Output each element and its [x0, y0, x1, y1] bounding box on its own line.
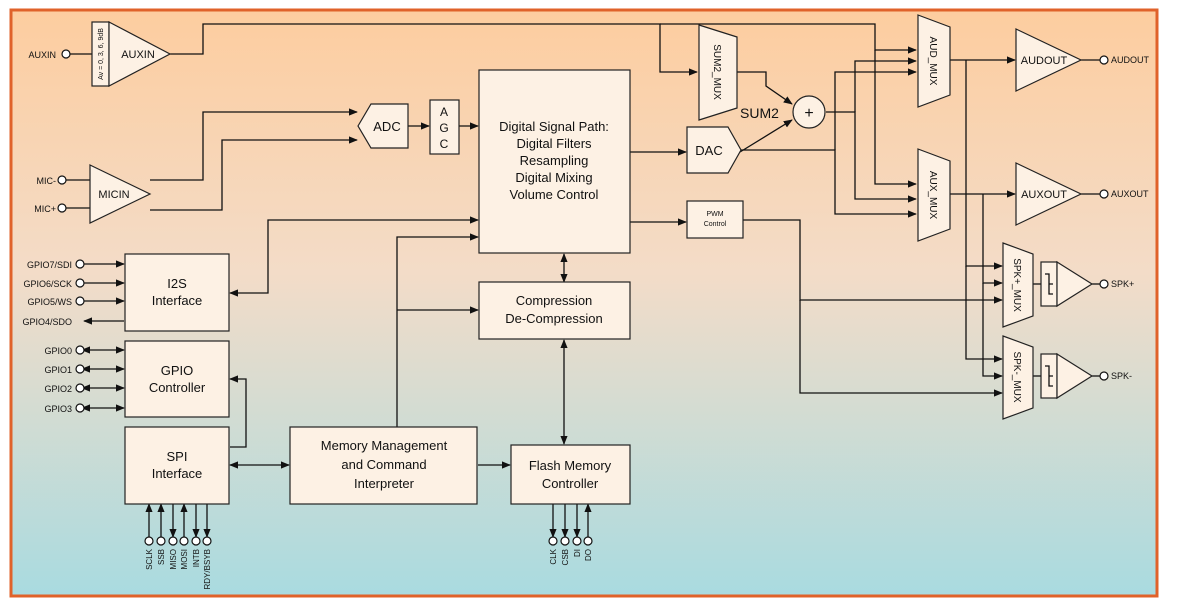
sum2-adder: + SUM2	[740, 95, 826, 129]
aux-mux-label: AUX_MUX	[927, 171, 938, 220]
pin-gpio5-ws: GPIO5/WS	[27, 297, 72, 307]
pin-mic-plus: MIC+	[34, 204, 56, 214]
sum2-symbol: +	[804, 105, 813, 122]
auxin-amp-label: AUXIN	[121, 49, 155, 61]
i2s-label-2: Interface	[152, 293, 203, 308]
memory-label-3: Interpreter	[354, 476, 415, 491]
spk-minus-mux-label: SPK-_MUX	[1011, 351, 1022, 402]
gpio-label-2: Controller	[149, 380, 206, 395]
digital-signal-path-block: Digital Signal Path: Digital Filters Res…	[478, 69, 631, 254]
pin-audout: AUDOUT	[1111, 55, 1150, 65]
pin-gpio3: GPIO3	[44, 404, 72, 414]
gpio-controller-block: GPIO Controller	[124, 340, 230, 418]
micin-amp-label: MICIN	[98, 189, 129, 201]
spk-plus-driver	[1040, 260, 1094, 308]
signal-wires	[66, 23, 1100, 538]
pin-gpio7-sdi: GPIO7/SDI	[27, 260, 72, 270]
pin-auxout: AUXOUT	[1111, 189, 1149, 199]
audout-amplifier: AUDOUT	[1015, 28, 1083, 92]
pwm-label-1: PWM	[706, 211, 723, 218]
agc-letter-c: C	[440, 137, 449, 151]
spk-plus-mux: SPK+_MUX	[1002, 242, 1034, 328]
compression-label-1: Compression	[516, 293, 593, 308]
pin-gpio0: GPIO0	[44, 346, 72, 356]
auxin-gain-label: Av = 0, 3, 6, 9dB	[98, 28, 105, 80]
pin-circles	[57, 49, 1109, 546]
flash-pin-label-2: DI	[573, 549, 582, 557]
auxout-amp-label: AUXOUT	[1021, 189, 1067, 201]
pwm-control-block: PWM Control	[686, 200, 744, 239]
audout-amp-label: AUDOUT	[1021, 55, 1068, 67]
pin-gpio6-sck: GPIO6/SCK	[23, 279, 72, 289]
spi-label-2: Interface	[152, 466, 203, 481]
flash-label-1: Flash Memory	[529, 458, 612, 473]
adc-label: ADC	[373, 119, 400, 134]
spi-pin-label-3: MOSI	[180, 549, 189, 569]
gpio-label-1: GPIO	[161, 363, 194, 378]
pin-mic-minus: MIC-	[37, 176, 57, 186]
flash-memory-controller-block: Flash Memory Controller	[510, 444, 631, 505]
pin-spk-plus: SPK+	[1111, 279, 1134, 289]
adc-block: ADC	[357, 103, 409, 149]
memory-label-1: Memory Management	[321, 438, 448, 453]
auxin-amplifier: Av = 0, 3, 6, 9dB AUXIN	[91, 21, 172, 87]
spk-minus-mux: SPK-_MUX	[1002, 335, 1034, 420]
dac-label: DAC	[695, 143, 722, 158]
aux-mux: AUX_MUX	[917, 148, 951, 242]
spi-label-1: SPI	[167, 449, 188, 464]
pin-gpio4-sdo: GPIO4/SDO	[22, 317, 72, 327]
agc-letter-g: G	[439, 121, 448, 135]
dsp-line-2: Digital Filters	[516, 136, 592, 151]
pin-gpio1: GPIO1	[44, 365, 72, 375]
spi-interface-block: SPI Interface	[124, 426, 230, 505]
auxout-amplifier: AUXOUT	[1015, 162, 1083, 226]
dsp-line-1: Digital Signal Path:	[499, 119, 609, 134]
i2s-label-1: I2S	[167, 276, 187, 291]
agc-letter-a: A	[440, 105, 448, 119]
agc-block: A G C	[429, 99, 460, 155]
dsp-line-3: Resampling	[520, 153, 589, 168]
pin-gpio2: GPIO2	[44, 384, 72, 394]
aud-mux-label: AUD_MUX	[927, 37, 938, 86]
pin-spk-minus: SPK-	[1111, 371, 1132, 381]
sum2-mux-label: SUM2_MUX	[711, 44, 722, 100]
sum2-mux: SUM2_MUX	[698, 24, 738, 121]
spi-pin-label-2: MISO	[169, 549, 178, 569]
spi-pin-label-5: RDY/BSYB	[203, 549, 212, 589]
pin-auxin: AUXIN	[28, 50, 56, 60]
memory-management-block: Memory Management and Command Interprete…	[289, 426, 478, 505]
flash-pin-label-0: CLK	[549, 548, 558, 564]
spi-pin-label-1: SSB	[157, 549, 166, 565]
flash-pin-label-3: DO	[584, 549, 593, 561]
spi-pin-label-4: INTB	[192, 549, 201, 567]
dac-block: DAC	[686, 126, 742, 174]
pwm-label-2: Control	[704, 221, 727, 228]
dsp-line-4: Digital Mixing	[515, 170, 592, 185]
flash-label-2: Controller	[542, 476, 599, 491]
spk-minus-driver	[1040, 352, 1094, 400]
spi-pin-label-0: SCLK	[145, 548, 154, 570]
aud-mux: AUD_MUX	[917, 14, 951, 108]
memory-label-2: and Command	[341, 457, 426, 472]
compression-label-2: De-Compression	[505, 311, 603, 326]
sum2-label: SUM2	[740, 105, 779, 121]
flash-pin-label-1: CSB	[561, 549, 570, 565]
micin-amplifier: MICIN	[89, 164, 152, 224]
dsp-line-5: Volume Control	[510, 187, 599, 202]
spk-plus-mux-label: SPK+_MUX	[1011, 258, 1022, 312]
compression-block: Compression De-Compression	[478, 281, 631, 340]
i2s-interface-block: I2S Interface	[124, 253, 230, 332]
